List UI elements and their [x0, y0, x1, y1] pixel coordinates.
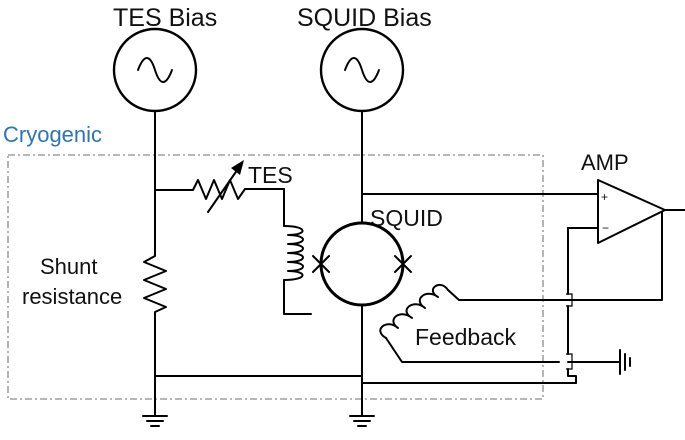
amp-return-wires: [566, 227, 621, 384]
input-coil: [283, 188, 312, 315]
ac-sine-icon: [137, 57, 173, 83]
squid-ring: [319, 221, 405, 307]
squid-loop: [319, 110, 577, 417]
arrowhead-icon: [231, 160, 244, 175]
ac-sine-icon: [344, 57, 380, 83]
josephson-junction-left-icon: [312, 255, 330, 273]
josephson-junction-right-icon: [394, 255, 412, 273]
cryogenic-region-box: [7, 154, 544, 400]
shunt-label-line1: Shunt: [40, 254, 98, 279]
tes-bias-label: TES Bias: [113, 4, 217, 32]
amplifier: + −: [458, 179, 685, 301]
tes-bias-source: [112, 27, 198, 113]
tes-variable-resistor: [189, 160, 285, 213]
tes-bias-branch-wires: [154, 110, 363, 417]
squid-bias-source: [319, 27, 405, 113]
feedback-coil: [379, 284, 560, 363]
ground-right-icon: [619, 349, 631, 375]
amp-minus-label: −: [602, 221, 609, 235]
cryogenic-label: Cryogenic: [3, 122, 102, 147]
shunt-label-line2: resistance: [22, 284, 122, 309]
amp-plus-label: +: [601, 190, 608, 204]
squid-bias-label: SQUID Bias: [297, 4, 432, 32]
ground-middle-icon: [349, 415, 375, 427]
tes-label: TES: [248, 162, 293, 188]
shunt-resistor: [143, 247, 167, 319]
ground-left-icon: [142, 415, 168, 427]
feedback-label: Feedback: [415, 324, 517, 350]
amp-label: AMP: [581, 150, 629, 175]
